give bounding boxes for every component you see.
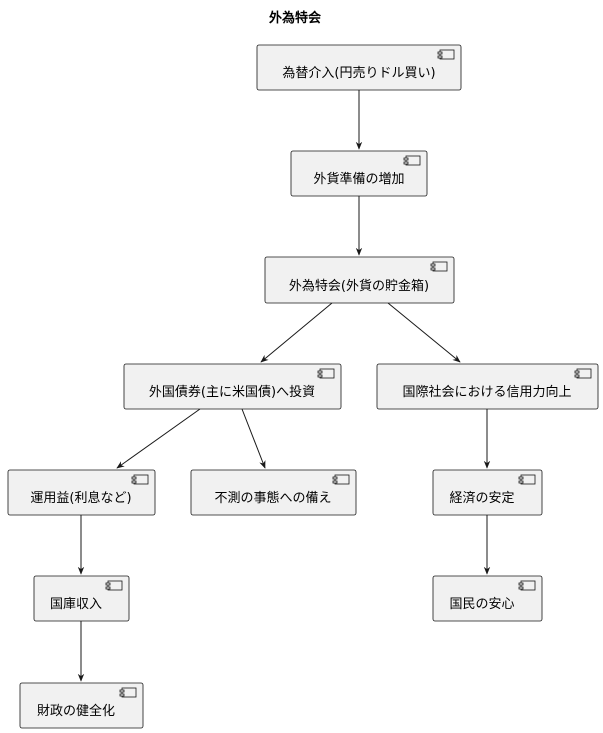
node-investment: 外国債券(主に米国債)へ投資 [123, 363, 342, 410]
node-label: 為替介入(円売りドル買い) [282, 65, 435, 81]
node-label: 国庫収入 [50, 597, 102, 612]
component-icon [105, 580, 123, 591]
node-investment-income: 運用益(利息など) [7, 469, 156, 516]
node-economic-stability: 経済の安定 [432, 469, 543, 516]
node-credibility: 国際社会における信用力向上 [376, 363, 599, 410]
component-icon [332, 474, 350, 485]
node-fx-special-account: 外為特会(外貨の貯金箱) [264, 256, 455, 304]
node-label: 外貨準備の増加 [313, 171, 404, 187]
node-label: 経済の安定 [449, 490, 514, 506]
component-icon [430, 261, 448, 272]
edges [77, 90, 491, 682]
diagram-title: 外為特会 [268, 10, 322, 26]
component-icon [317, 368, 335, 379]
component-icon [574, 368, 592, 379]
node-reserves-increase: 外貨準備の増加 [290, 150, 428, 197]
component-icon [119, 687, 137, 698]
component-icon [437, 49, 455, 60]
node-public-reassurance: 国民の安心 [432, 575, 543, 622]
node-label: 外国債券(主に米国債)へ投資 [149, 384, 315, 400]
component-icon [403, 155, 421, 166]
node-label: 国際社会における信用力向上 [402, 384, 571, 400]
component-icon [518, 474, 536, 485]
component-icon [518, 580, 536, 591]
node-fiscal-health: 財政の健全化 [19, 682, 144, 729]
node-intervention: 為替介入(円売りドル買い) [256, 44, 462, 91]
node-label: 財政の健全化 [37, 703, 115, 719]
edge-investment-income [116, 408, 201, 469]
node-label: 不測の事態への備え [214, 490, 331, 506]
node-contingency: 不測の事態への備え [190, 469, 357, 516]
node-label: 外為特会(外貨の貯金箱) [289, 278, 429, 294]
node-treasury-revenue: 国庫収入 [33, 575, 130, 622]
component-icon [131, 474, 149, 485]
edge-investment-contingency [241, 408, 266, 469]
edge-fxaccount-investment [260, 302, 333, 363]
edge-fxaccount-credibility [387, 302, 461, 363]
node-label: 運用益(利息など) [30, 490, 131, 506]
node-label: 国民の安心 [449, 597, 514, 612]
